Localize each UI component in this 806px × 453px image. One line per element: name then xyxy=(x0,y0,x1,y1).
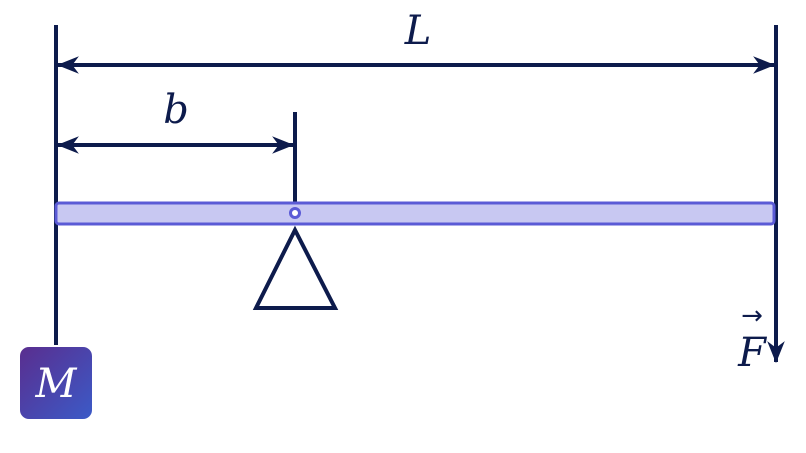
force-vector-mark: → xyxy=(741,301,763,331)
mass-label: M xyxy=(35,361,78,407)
pivot-distance-label: b xyxy=(163,87,189,133)
mass-block: M xyxy=(18,345,94,421)
force-label: F xyxy=(737,330,767,376)
fulcrum-triangle xyxy=(252,225,339,310)
mass-box xyxy=(18,345,94,421)
beam xyxy=(54,201,776,226)
pivot-pin xyxy=(289,207,301,219)
length-label: L xyxy=(404,8,432,54)
